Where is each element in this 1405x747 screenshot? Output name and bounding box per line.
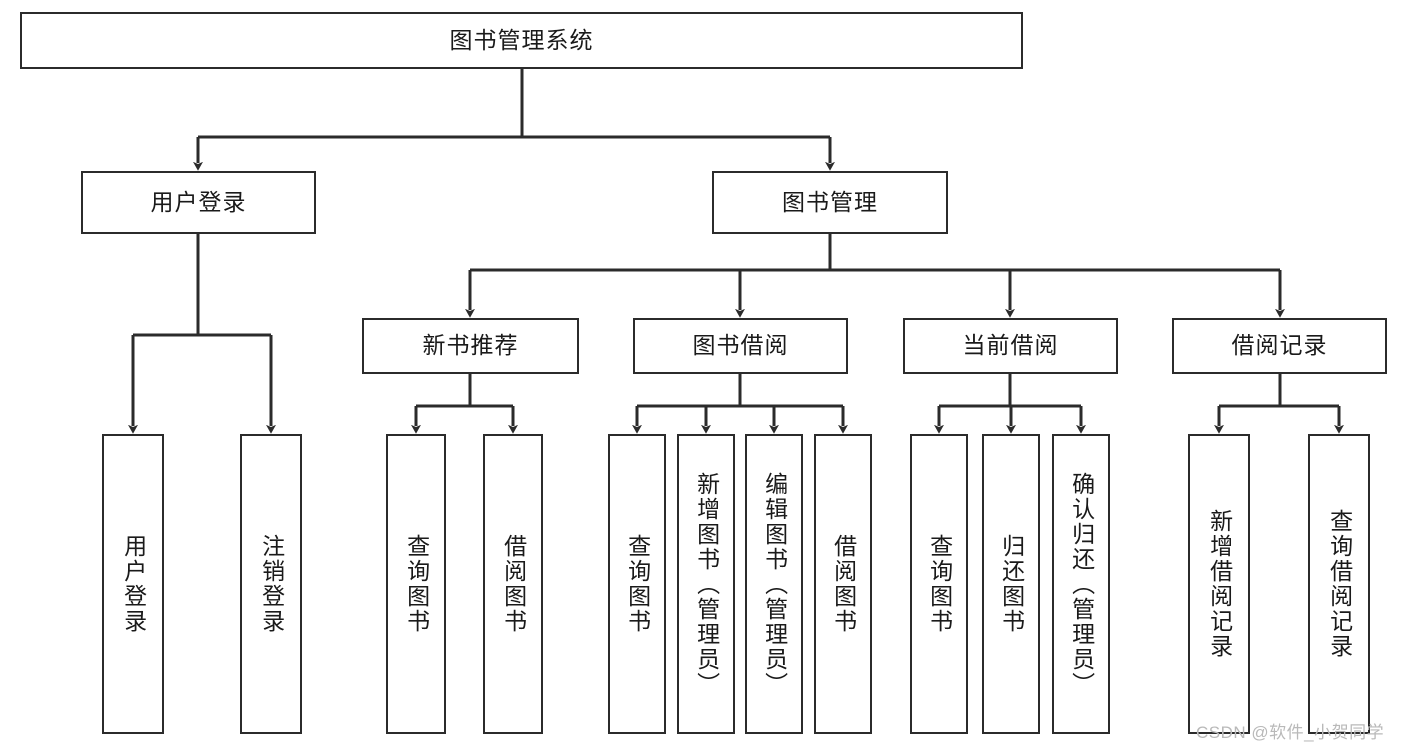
node-borrow-records[interactable]: 借阅记录 (1172, 318, 1387, 374)
leaf-borrow-books-recommend[interactable]: 借阅图书 (483, 434, 543, 734)
node-current-borrow[interactable]: 当前借阅 (903, 318, 1118, 374)
leaf-add-book-admin[interactable]: 新增图书（管理员） (677, 434, 735, 734)
node-user-login[interactable]: 用户登录 (81, 171, 316, 234)
leaf-logout[interactable]: 注销登录 (240, 434, 302, 734)
leaf-edit-book-admin[interactable]: 编辑图书（管理员） (745, 434, 803, 734)
node-book-borrow[interactable]: 图书借阅 (633, 318, 848, 374)
leaf-add-borrow-record[interactable]: 新增借阅记录 (1188, 434, 1250, 734)
leaf-borrow-book[interactable]: 借阅图书 (814, 434, 872, 734)
leaf-return-book[interactable]: 归还图书 (982, 434, 1040, 734)
node-book-management[interactable]: 图书管理 (712, 171, 948, 234)
watermark-credit: CSDN @软件_小贺同学 (1196, 723, 1385, 742)
leaf-query-books-borrow[interactable]: 查询图书 (608, 434, 666, 734)
leaf-query-books-recommend[interactable]: 查询图书 (386, 434, 446, 734)
node-root-system[interactable]: 图书管理系统 (20, 12, 1023, 69)
leaf-user-login[interactable]: 用户登录 (102, 434, 164, 734)
leaf-query-books-current[interactable]: 查询图书 (910, 434, 968, 734)
leaf-confirm-return-admin[interactable]: 确认归还（管理员） (1052, 434, 1110, 734)
leaf-query-borrow-record[interactable]: 查询借阅记录 (1308, 434, 1370, 734)
node-new-book-recommend[interactable]: 新书推荐 (362, 318, 579, 374)
